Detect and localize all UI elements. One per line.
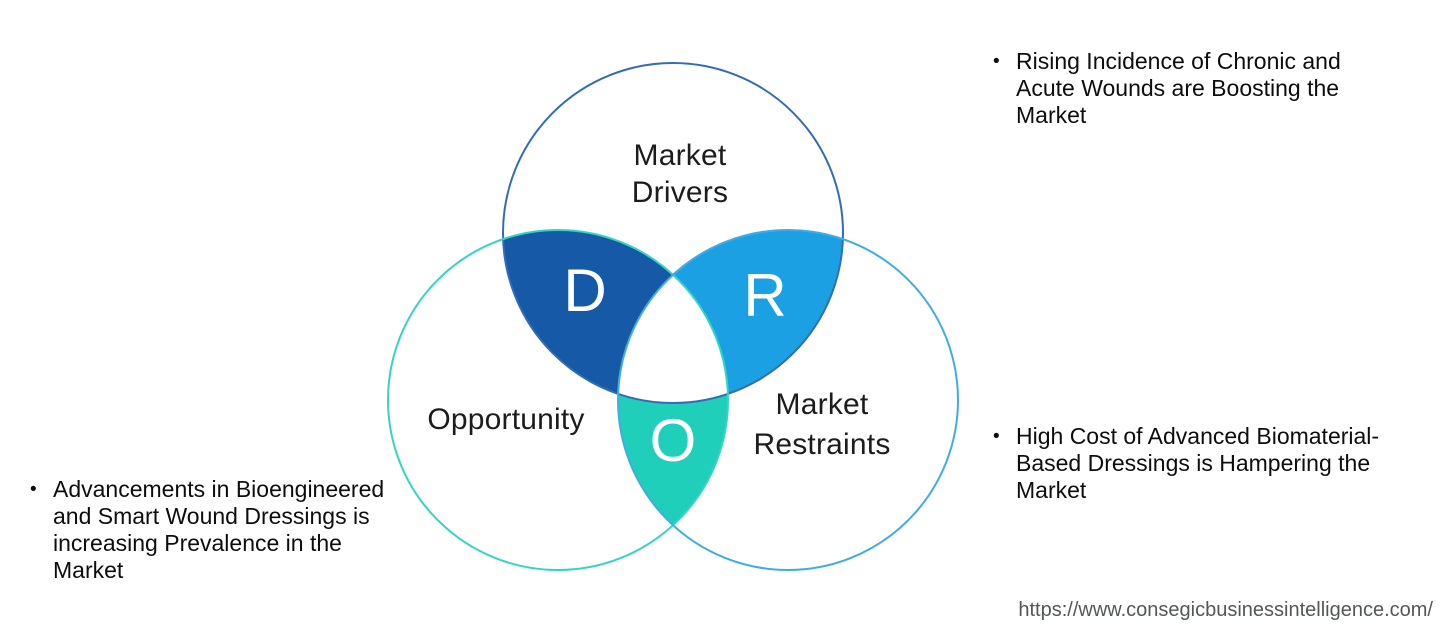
circle-opportunity-outline bbox=[387, 229, 729, 571]
circle-market-drivers-outline bbox=[502, 62, 844, 404]
bullet-icon: • bbox=[30, 479, 37, 500]
label-opportunity: Opportunity bbox=[427, 403, 585, 436]
annotation-drivers-text: Rising Incidence of Chronic and Acute Wo… bbox=[1016, 48, 1341, 128]
label-market-restraints: Market Restraints bbox=[753, 388, 891, 461]
annotation-drivers: • Rising Incidence of Chronic and Acute … bbox=[993, 48, 1373, 129]
footer-url-link[interactable]: https://www.consegicbusinessintelligence… bbox=[1018, 599, 1433, 621]
bullet-icon: • bbox=[993, 51, 1000, 72]
bullet-icon: • bbox=[993, 426, 1000, 447]
annotation-opportunity: • Advancements in Bioengineered and Smar… bbox=[30, 476, 425, 584]
letter-d: D bbox=[563, 257, 607, 324]
region-triple-center bbox=[618, 230, 728, 403]
annotation-opportunity-text: Advancements in Bioengineered and Smart … bbox=[53, 476, 385, 583]
annotation-restraints-text: High Cost of Advanced Biomaterial- Based… bbox=[1016, 423, 1380, 503]
annotation-restraints: • High Cost of Advanced Biomaterial- Bas… bbox=[993, 423, 1403, 504]
circle-market-restraints-outline bbox=[617, 229, 959, 571]
letter-r: R bbox=[743, 262, 787, 329]
letter-o: O bbox=[649, 407, 697, 474]
label-market-drivers: Market Drivers bbox=[631, 139, 729, 209]
